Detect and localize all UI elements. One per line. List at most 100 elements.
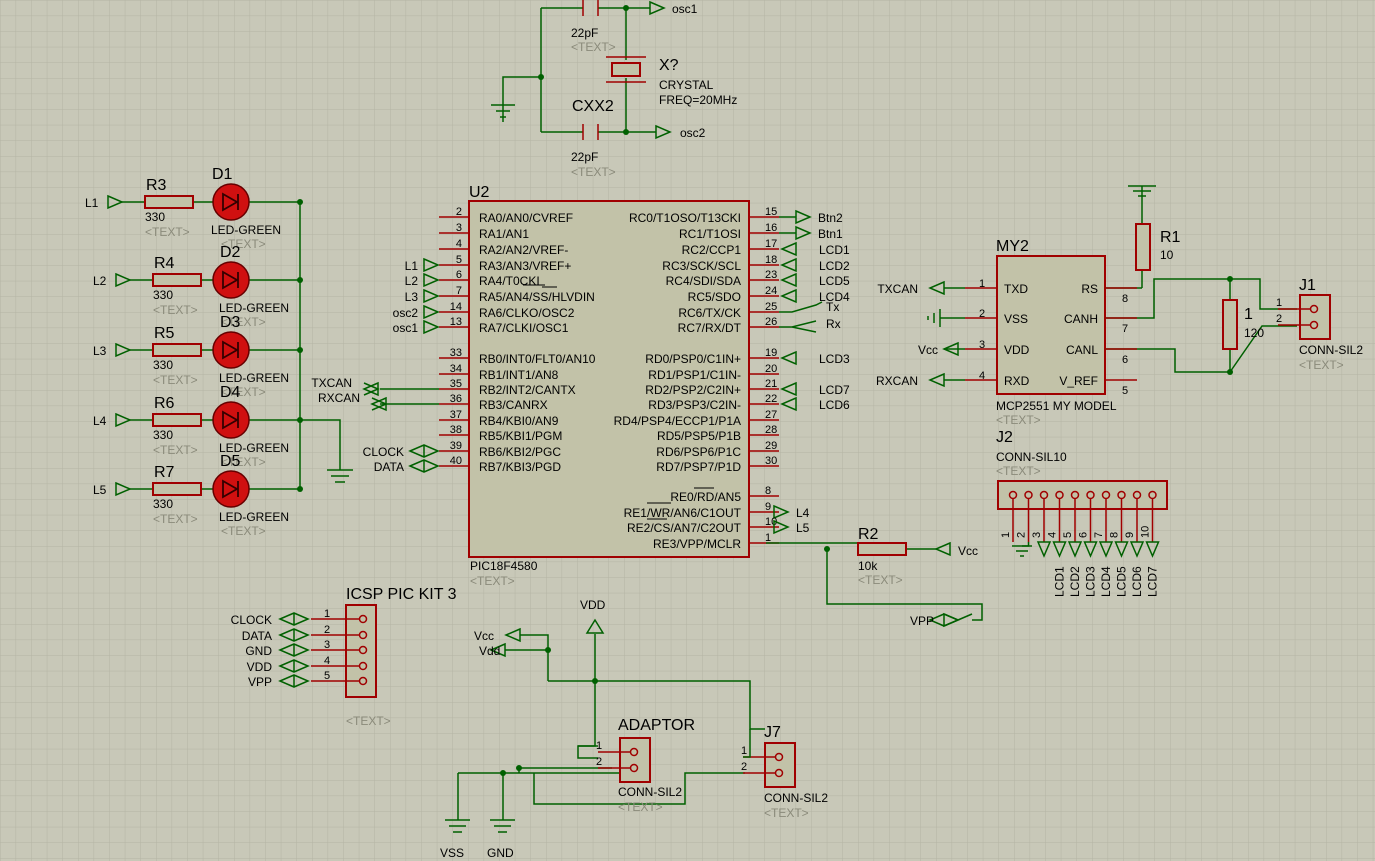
power-section[interactable]: VDD Vcc Vdd VSS GND 1 2 ADAPTOR CONN-SIL… bbox=[440, 598, 828, 860]
j2-pin-socket bbox=[1008, 490, 1018, 500]
rterm-ref: 1 bbox=[1244, 306, 1253, 323]
mcp-pin-number: 4 bbox=[979, 370, 985, 382]
lcd-net-label: LCD7 bbox=[1146, 566, 1160, 597]
mcu-net-label: LCD7 bbox=[819, 383, 850, 397]
mcu-net-label: L1 bbox=[405, 259, 419, 273]
lcd-flag bbox=[1129, 541, 1145, 558]
mcp-pin-number: 1 bbox=[979, 278, 985, 290]
mcu-pin-number: 39 bbox=[450, 440, 462, 452]
lcd-net-label: LCD5 bbox=[1115, 566, 1129, 597]
icsp-header[interactable]: ICSP PIC KIT 3 <TEXT> 1CLOCK2DATA3GND4VD… bbox=[231, 586, 457, 728]
lcd-flag bbox=[1145, 541, 1160, 558]
mclr-section[interactable]: R2 10k <TEXT> Vcc VPP bbox=[766, 526, 983, 628]
mcu-pin-number: 40 bbox=[450, 455, 462, 467]
resistor-body bbox=[152, 413, 202, 427]
lcd-flag bbox=[780, 241, 797, 257]
led-common-wire bbox=[299, 202, 341, 489]
mcu-pin-name: RA4/T0CKI bbox=[479, 274, 540, 288]
resistor-ref: R7 bbox=[154, 464, 175, 481]
mcu-pin-name: RC7/RX/DT bbox=[678, 321, 742, 335]
icsp-pin-socket bbox=[358, 645, 368, 655]
lcd-net-label: LCD4 bbox=[1099, 566, 1113, 597]
led-input-flag bbox=[115, 342, 132, 358]
mcu-pin-name: RC6/TX/CK bbox=[678, 306, 741, 320]
adaptor-part: CONN-SIL2 bbox=[618, 785, 682, 799]
j2-ref: J2 bbox=[996, 429, 1013, 446]
mcu-pin-number: 19 bbox=[765, 347, 777, 359]
j2-pin-socket bbox=[1148, 490, 1157, 500]
mcu-pin-name: RC4/SDI/SDA bbox=[666, 274, 741, 288]
icsp-flag bbox=[278, 643, 310, 657]
diode-value: LED-GREEN bbox=[219, 371, 289, 385]
j1-pin-1: 1 bbox=[1276, 297, 1282, 309]
mcu-pin-name: RB5/KBI1/PGM bbox=[479, 429, 562, 443]
lcd-flag bbox=[780, 350, 797, 366]
mcp-pin-name: VSS bbox=[1004, 312, 1028, 326]
vcc-flag bbox=[942, 341, 959, 357]
mcu-ref: U2 bbox=[469, 184, 490, 201]
mcu-pin-number: 1 bbox=[765, 532, 771, 544]
mcu-pin-name: RB7/KBI3/PGD bbox=[479, 460, 561, 474]
diode-symbol-icon bbox=[222, 192, 239, 212]
lcd-flag bbox=[780, 396, 797, 412]
mcp-pin-number: 8 bbox=[1122, 293, 1128, 305]
mcu-net-label: Rx bbox=[826, 317, 841, 331]
mcu-pin-name: RD3/PSP3/C2IN- bbox=[648, 398, 741, 412]
diode-text: <TEXT> bbox=[221, 455, 266, 469]
led-input-label: L1 bbox=[85, 196, 99, 210]
j1-ref: J1 bbox=[1299, 277, 1316, 294]
j2-pin-socket bbox=[1039, 490, 1049, 500]
j7-pin-1: 1 bbox=[741, 745, 747, 757]
j2-pin-socket bbox=[1024, 490, 1033, 500]
mcu-pin-name: RD2/PSP2/C2IN+ bbox=[645, 383, 741, 397]
cap-top-text: <TEXT> bbox=[571, 40, 616, 54]
icsp-pin-number: 3 bbox=[324, 639, 330, 651]
lcd-net-label: LCD1 bbox=[1053, 566, 1067, 597]
led-section[interactable]: L1R3330<TEXT>D1LED-GREEN<TEXT>L2R4330<TE… bbox=[85, 166, 353, 538]
crystal-type: CRYSTAL bbox=[659, 78, 714, 92]
icsp-flag bbox=[278, 612, 310, 626]
mcu-net-label: LCD3 bbox=[819, 352, 850, 366]
icsp-pin-number: 5 bbox=[324, 670, 330, 682]
lcd-net-label: LCD3 bbox=[1084, 566, 1098, 597]
crystal-section[interactable]: osc1 osc2 22pF <TEXT> X? CRYSTAL FREQ=20… bbox=[491, 0, 737, 179]
mcp2551-chip[interactable]: MY2 MCP2551 MY MODEL <TEXT> R1 10 1 120 … bbox=[876, 185, 1363, 427]
diode-ref: D4 bbox=[220, 384, 241, 401]
mcu-net-label: L2 bbox=[405, 274, 419, 288]
mcu-pin-number: 30 bbox=[765, 455, 777, 467]
mcu-text: <TEXT> bbox=[470, 574, 515, 588]
mcp-pin-name: CANH bbox=[1064, 312, 1098, 326]
led-input-label: L3 bbox=[93, 344, 107, 358]
led-input-flag bbox=[115, 481, 132, 497]
j2-pin-number: 4 bbox=[1047, 532, 1059, 538]
cap-bottom-value: 22pF bbox=[571, 150, 598, 164]
mcp-pin-number: 2 bbox=[979, 308, 985, 320]
mcu-pin-number: 33 bbox=[450, 347, 462, 359]
mcu-net-label: L3 bbox=[405, 290, 419, 304]
mcu-pin-number: 35 bbox=[450, 378, 462, 390]
mcu-net-label: LCD1 bbox=[819, 243, 850, 257]
can-flag bbox=[928, 280, 945, 296]
resistor-value: 330 bbox=[145, 210, 165, 224]
mcu-net-flag bbox=[423, 319, 440, 335]
rterm-value: 120 bbox=[1244, 326, 1264, 340]
mcu-pin-name: RC5/SDO bbox=[688, 290, 741, 304]
diode-text: <TEXT> bbox=[221, 385, 266, 399]
mcu-pin-number: 14 bbox=[450, 301, 462, 313]
mcu-net-label: LCD6 bbox=[819, 398, 850, 412]
mcp-pin-name: RXD bbox=[1004, 374, 1030, 388]
mcu-pin-number: 36 bbox=[450, 393, 462, 405]
mcu-pin-name: RA0/AN0/CVREF bbox=[479, 211, 573, 225]
r1-ref: R1 bbox=[1160, 229, 1181, 246]
diode-symbol-icon bbox=[222, 270, 239, 290]
resistor-text: <TEXT> bbox=[153, 373, 198, 387]
mcu-pin-number: 5 bbox=[456, 254, 462, 266]
